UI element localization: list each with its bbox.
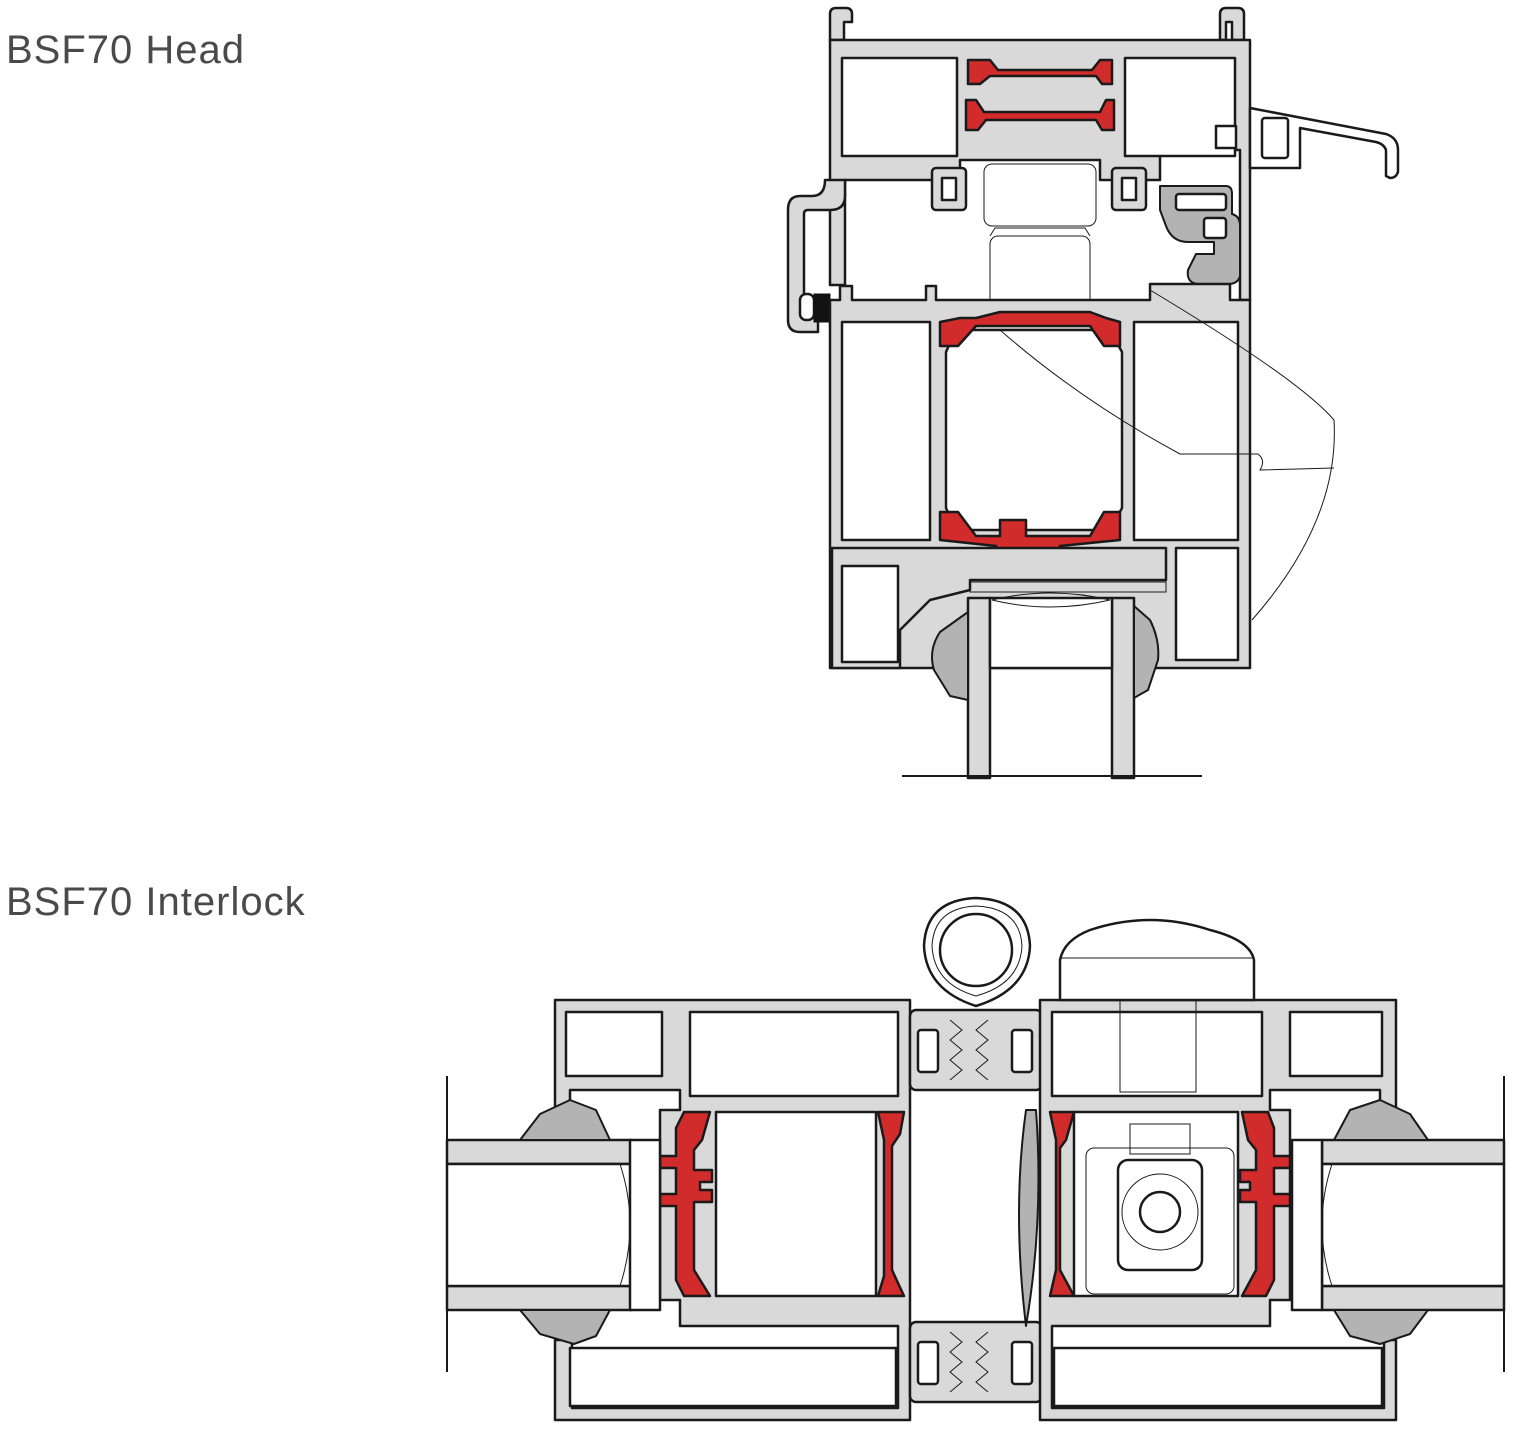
head-clip-right-inner [1120, 176, 1138, 202]
head-top-clip-right [1218, 6, 1246, 42]
interlock-gearbox-spindle-outer [1121, 1173, 1199, 1251]
head-gasket-left [931, 611, 969, 701]
head-bead-chamber [840, 564, 900, 664]
head-glazing-bead [830, 546, 1168, 670]
interlock-centre-brush-top-zigzag [949, 1019, 989, 1081]
interlock-left-thermal-break-inner [876, 1110, 906, 1298]
head-left-hook-clip [798, 292, 816, 322]
interlock-right-thermal-break-outer [1238, 1110, 1292, 1298]
interlock-profile [445, 896, 1506, 1422]
interlock-left-gasket-bottom [519, 1309, 611, 1345]
interlock-gearbox-spindle [1138, 1190, 1182, 1234]
interlock-handle-ring-mid [931, 905, 1023, 997]
head-sash-swing-arc [999, 289, 1335, 621]
interlock-left-gasket-top [519, 1099, 611, 1141]
interlock-centre-brush-bottom-1 [916, 1340, 940, 1386]
interlock-centre-brush-top-1 [916, 1028, 940, 1074]
head-glass-pane-left [966, 596, 992, 780]
interlock-gearbox-cap-line [1060, 957, 1254, 1093]
interlock-left-centre-chamber [714, 1110, 878, 1298]
interlock-right-thermal-break-inner [1048, 1110, 1076, 1298]
head-seal-right-slot [1174, 192, 1228, 212]
head-profile [786, 6, 1400, 780]
interlock-glass-left-cavity [445, 1162, 634, 1288]
interlock-glass-right-top [1320, 1138, 1506, 1166]
head-gasket-right [1133, 605, 1160, 699]
head-glass-pane-right [1110, 596, 1136, 780]
interlock-section-title: BSF70 Interlock [6, 880, 306, 924]
head-thermal-break-top-2 [964, 98, 1116, 132]
interlock-right-bead-curve [1321, 1163, 1333, 1287]
interlock-gearbox-plate [1085, 1147, 1235, 1295]
interlock-left-top-small [564, 1010, 664, 1078]
head-clip-left-inner [940, 176, 958, 202]
head-frame-chamber-left [840, 56, 959, 158]
interlock-glass-right-bottom [1320, 1284, 1506, 1312]
interlock-left-bead-curve [619, 1163, 631, 1287]
interlock-centre-seal-blade [1018, 1109, 1040, 1327]
interlock-gearbox-keep [1129, 1123, 1191, 1155]
interlock-glass-left-bottom [445, 1284, 634, 1312]
head-weather-brush [813, 293, 831, 323]
head-sash-chamber-centre [944, 328, 1124, 532]
head-roller-link [989, 227, 1091, 237]
head-sash-chamber-right [1132, 320, 1240, 542]
head-section-title: BSF70 Head [6, 28, 246, 72]
interlock-centre-brush-bottom-zigzag [949, 1331, 989, 1393]
head-thermal-break-top-1 [966, 58, 1114, 86]
head-roller-upper [983, 163, 1097, 227]
interlock-left-thermal-break-outer [658, 1110, 714, 1298]
interlock-right-top-small [1288, 1010, 1384, 1078]
head-drip-fixing [1214, 124, 1238, 150]
head-seal-right-slot-2 [1202, 216, 1228, 240]
head-drip-bar-inner [1260, 116, 1290, 160]
interlock-glass-right-cavity [1320, 1162, 1506, 1288]
interlock-gearbox-cap [1058, 918, 1256, 1002]
interlock-left-bead [628, 1138, 662, 1312]
interlock-right-top-chamber [1050, 1010, 1264, 1098]
interlock-right-gasket-bottom [1333, 1309, 1429, 1345]
head-bead-chamber-right [1174, 546, 1240, 662]
interlock-left-top-chamber [688, 1010, 900, 1098]
interlock-centre-brush-top-2 [1010, 1028, 1034, 1074]
head-glass-spacer-curve [991, 592, 1111, 608]
head-thermal-break-sash-top [938, 310, 1122, 348]
head-glass-sealant [969, 581, 1167, 593]
interlock-right-bottom-chamber [1052, 1346, 1384, 1408]
interlock-right-bead [1290, 1138, 1324, 1312]
interlock-right-gasket-top [1333, 1099, 1429, 1141]
interlock-handle-ring-inner [938, 912, 1014, 988]
head-glass-spacer [988, 596, 1114, 670]
head-sash-chamber-left [840, 320, 932, 542]
interlock-glass-left-top [445, 1138, 634, 1166]
head-top-clip-left [828, 6, 854, 42]
interlock-left-bottom-chamber [568, 1346, 898, 1408]
interlock-centre-brush-bottom-2 [1010, 1340, 1034, 1386]
